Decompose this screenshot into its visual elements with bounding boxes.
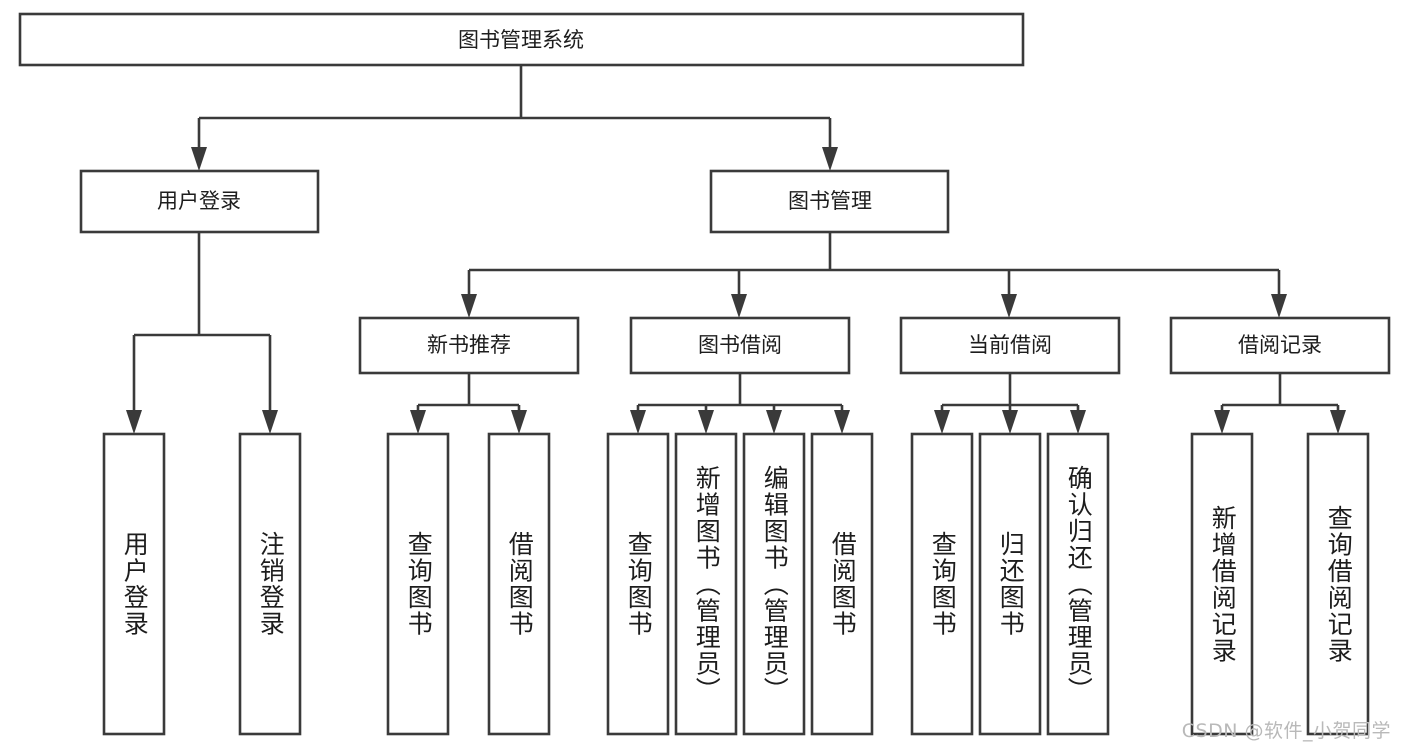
node-book-borrow-label: 图书借阅	[698, 333, 782, 357]
arrow-leaf-logout	[262, 410, 278, 434]
node-book-borrow: 图书借阅	[629, 316, 851, 375]
node-borrow-record-label: 借阅记录	[1238, 333, 1322, 357]
connector-book-management-to-level3	[461, 232, 1287, 318]
arrow-leaf-borrow-book	[834, 410, 850, 434]
connector-book-borrow-to-leaves	[630, 373, 850, 434]
connector-borrow-record-to-leaves	[1214, 373, 1346, 434]
arrow-leaf-confirm-return-admin	[1070, 410, 1086, 434]
node-user-login-label: 用户登录	[157, 189, 241, 213]
leaf-query-borrow-record-box	[1306, 432, 1370, 736]
arrow-leaf-query-book-recommend	[410, 410, 426, 434]
connector-current-borrow-to-leaves	[934, 373, 1086, 434]
arrow-borrow-record	[1271, 294, 1287, 318]
arrow-new-book-recommend	[461, 294, 477, 318]
node-current-borrow-label: 当前借阅	[968, 333, 1052, 357]
leaf-borrow-book-box	[810, 432, 874, 736]
arrow-leaf-return-book	[1002, 410, 1018, 434]
leaf-user-login-box	[102, 432, 166, 736]
node-book-borrow-box	[629, 316, 851, 375]
watermark: CSDN @软件_小贺同学	[1181, 720, 1391, 742]
arrow-leaf-edit-book-admin	[766, 410, 782, 434]
connector-root-to-level2	[191, 65, 838, 171]
root-node-label: 图书管理系统	[458, 28, 584, 52]
node-book-management-label: 图书管理	[788, 189, 872, 213]
leaf-return-book-box	[978, 432, 1042, 736]
connector-new-book-to-leaves	[410, 373, 527, 434]
leaf-logout-box	[238, 432, 302, 736]
leaf-query-book-borrow-box	[606, 432, 670, 736]
leaf-add-book-admin-box	[674, 432, 738, 736]
leaf-add-borrow-record-box	[1190, 432, 1254, 736]
arrow-book-borrow	[731, 294, 747, 318]
arrow-leaf-query-borrow-record	[1330, 410, 1346, 434]
connector-user-login-to-leaves	[126, 232, 278, 434]
arrow-leaf-add-book-admin	[698, 410, 714, 434]
root-node: 图书管理系统	[18, 12, 1025, 67]
leaf-query-book-recommend-box	[386, 432, 450, 736]
arrow-leaf-borrow-book-recommend	[511, 410, 527, 434]
arrow-leaf-user-login	[126, 410, 142, 434]
node-user-login: 用户登录	[79, 169, 320, 234]
node-book-management-box	[709, 169, 950, 234]
node-new-book-recommend-box	[358, 316, 580, 375]
arrow-book-management	[822, 147, 838, 171]
node-current-borrow: 当前借阅	[899, 316, 1121, 375]
arrow-leaf-query-book-current	[934, 410, 950, 434]
node-current-borrow-box	[899, 316, 1121, 375]
node-new-book-recommend: 新书推荐	[358, 316, 580, 375]
arrow-leaf-add-borrow-record	[1214, 410, 1230, 434]
node-borrow-record-box	[1169, 316, 1391, 375]
leaf-query-book-current-box	[910, 432, 974, 736]
root-node-box	[18, 12, 1025, 67]
arrow-leaf-query-book-borrow	[630, 410, 646, 434]
leaf-borrow-book-recommend-box	[487, 432, 551, 736]
leaf-edit-book-admin-box	[742, 432, 806, 736]
arrow-user-login	[191, 147, 207, 171]
leaf-confirm-return-admin-box	[1046, 432, 1110, 736]
arrow-current-borrow	[1001, 294, 1017, 318]
node-borrow-record: 借阅记录	[1169, 316, 1391, 375]
node-new-book-recommend-label: 新书推荐	[427, 333, 511, 357]
node-book-management: 图书管理	[709, 169, 950, 234]
